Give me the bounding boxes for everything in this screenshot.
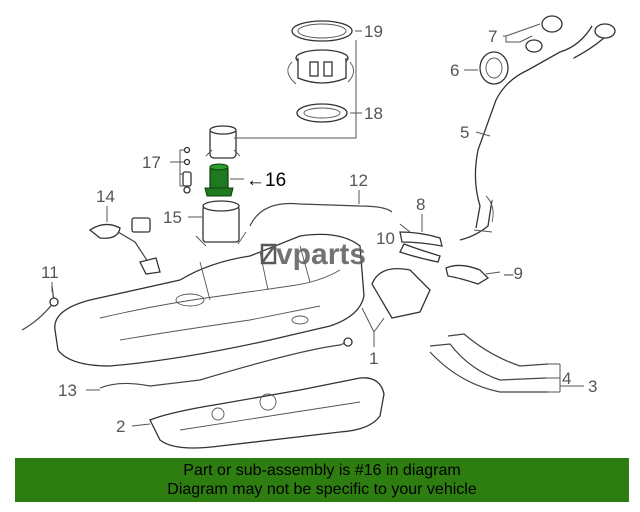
callout-1[interactable]: 1 — [369, 349, 378, 368]
callout-18[interactable]: 18 — [364, 104, 383, 123]
callout-13[interactable]: 13 — [58, 381, 77, 400]
tank-heat-shield — [371, 267, 431, 319]
part-9-elbow-hose — [445, 264, 490, 285]
callout-4[interactable]: 4 — [562, 369, 571, 388]
callout-5[interactable]: 5 — [460, 123, 469, 142]
brand-text: vparts — [276, 238, 366, 271]
part-17-clips — [182, 146, 192, 194]
part-15-sender-unit — [195, 200, 247, 247]
callout-16[interactable]: ←16 — [246, 170, 286, 191]
callout-19[interactable]: 19 — [364, 22, 383, 41]
callout-6[interactable]: 6 — [450, 61, 459, 80]
part-13-fuel-line — [99, 339, 353, 389]
callout-12[interactable]: 12 — [349, 171, 368, 190]
part-2-skid-plate — [149, 377, 385, 449]
callout-14[interactable]: 14 — [96, 187, 115, 206]
part-1-fuel-tank — [54, 233, 365, 367]
parts-diagram: 19 18 ←16 17 15 14 12 11 10 8 –9 1 13 2 … — [21, 15, 616, 449]
callout-7[interactable]: 7 — [488, 27, 497, 46]
part-8-10-hoses — [399, 231, 443, 263]
leader-lines — [51, 23, 584, 427]
part-11-tube — [21, 285, 55, 331]
callout-2[interactable]: 2 — [116, 417, 125, 436]
callout-11[interactable]: 11 — [41, 263, 59, 282]
part-3-4-straps — [429, 333, 549, 393]
part-12-hose — [249, 202, 393, 227]
callout-15[interactable]: 15 — [163, 208, 182, 227]
info-banner: Part or sub-assembly is #16 in diagram D… — [15, 458, 629, 502]
part-7-gas-caps — [525, 15, 563, 53]
callout-3[interactable]: 3 — [588, 377, 597, 396]
fuel-filter-body — [205, 125, 241, 159]
callouts: 19 18 ←16 17 15 14 12 11 10 8 –9 1 13 2 … — [41, 22, 597, 436]
part-6-filler-ring — [479, 51, 509, 85]
part-18-pump-assembly — [287, 49, 354, 123]
banner-line-1: Part or sub-assembly is #16 in diagram — [183, 462, 461, 479]
part-19-ring — [291, 20, 353, 42]
callout-8[interactable]: 8 — [416, 195, 425, 214]
banner-line-2: Diagram may not be specific to your vehi… — [167, 481, 477, 498]
callout-10[interactable]: 10 — [376, 229, 395, 248]
callout-9[interactable]: –9 — [504, 264, 523, 283]
part-16-fuel-pump — [204, 163, 234, 197]
callout-17[interactable]: 17 — [142, 153, 161, 172]
part-5-filler-pipe — [459, 23, 616, 241]
part-14-gauge-sender — [88, 217, 161, 275]
brand-watermark: vparts — [260, 238, 366, 271]
